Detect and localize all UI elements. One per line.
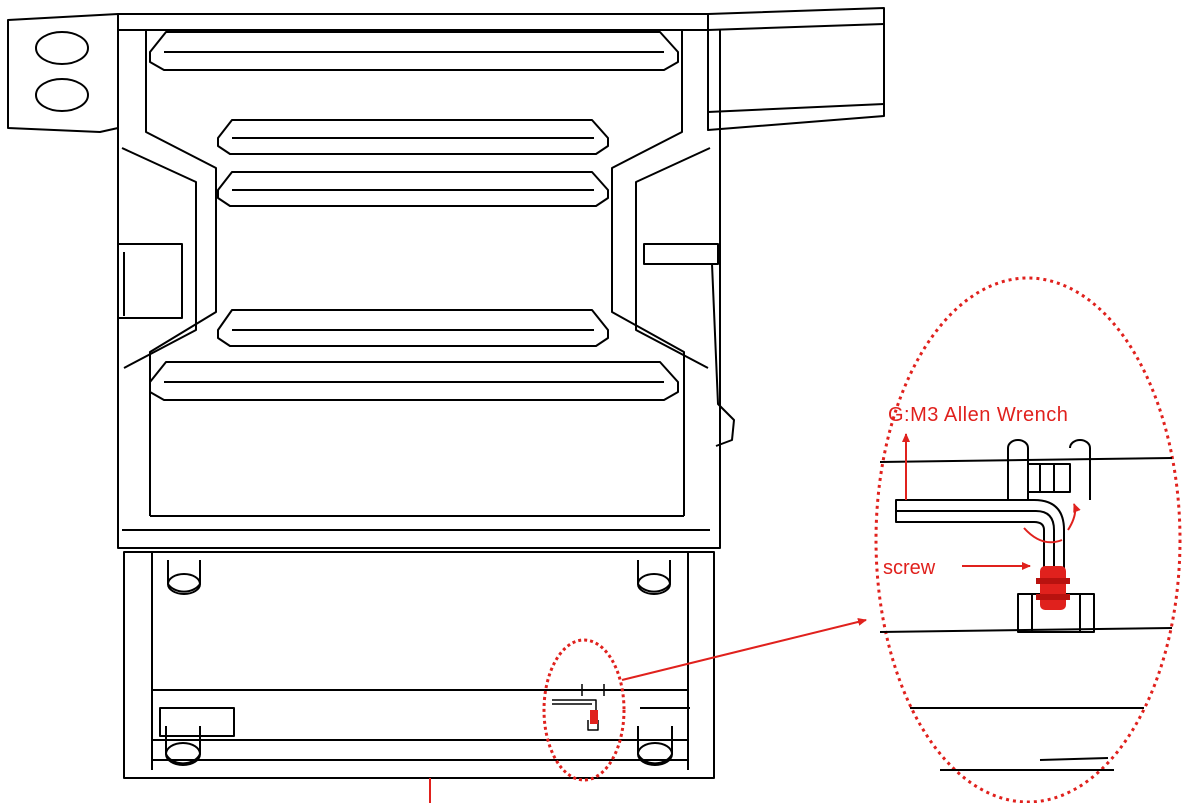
callout-connector-arrow (621, 618, 867, 681)
right-bracket (707, 7, 885, 131)
screw-marker-small (590, 710, 598, 724)
zoom-surface-line-1 (879, 457, 1173, 463)
frame-inner-left (145, 30, 217, 516)
pin-right (1069, 439, 1091, 500)
zoom-surface-line-2 (879, 627, 1173, 633)
pin-left (1007, 439, 1029, 501)
magnified-view (874, 276, 1182, 803)
lower-cabinet (123, 551, 715, 779)
screw-highlight (1036, 566, 1070, 610)
caster-top-right (637, 560, 671, 595)
machine-body (7, 7, 885, 779)
shelf-rail-5 (149, 361, 679, 401)
screw-label: screw (883, 557, 936, 579)
side-tab (643, 243, 719, 265)
frame-inner-right (611, 30, 685, 516)
caster-bottom-right (637, 726, 673, 766)
detail-callout-circle (542, 638, 626, 782)
top-ledge (117, 13, 709, 31)
caster-top-left (167, 560, 201, 595)
shelf-rail-3 (217, 171, 609, 207)
bracket-hole-1 (35, 31, 89, 65)
magnified-circle (874, 276, 1182, 803)
caster-bottom-left (165, 726, 201, 766)
frame-outer (117, 30, 721, 549)
tool-label: G:M3 Allen Wrench (888, 404, 1069, 426)
bracket-hole-2 (35, 78, 89, 112)
left-bracket (7, 13, 119, 133)
shelf-rail-4 (217, 309, 609, 347)
rotation-arrow (1023, 527, 1063, 544)
wrench-detail-small (552, 684, 610, 731)
shelf-rail-2 (217, 119, 609, 155)
shelf-rail-1 (149, 31, 679, 71)
